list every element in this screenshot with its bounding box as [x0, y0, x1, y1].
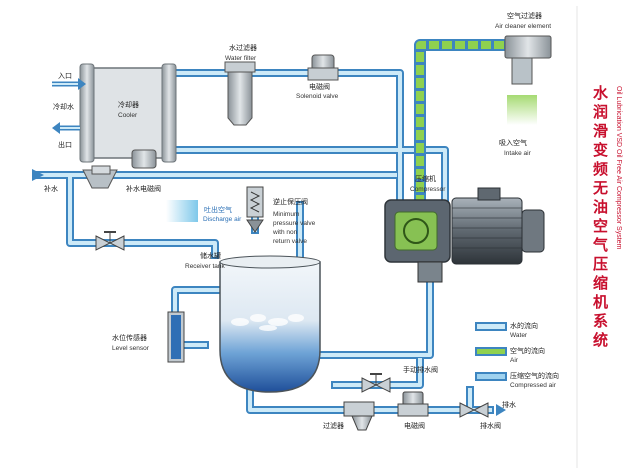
cooler-label-cn: 冷却器: [118, 100, 139, 109]
intake-air-label-cn: 吸入空气: [499, 138, 527, 147]
min-pressure-en-3: return valve: [273, 238, 307, 245]
water-filter: [224, 61, 256, 126]
min-pressure-en-2: with non: [272, 229, 298, 236]
receiver-tank: [219, 255, 321, 393]
bottom-solenoid-valve: [397, 391, 429, 417]
filter-label: 过滤器: [323, 421, 344, 430]
level-sensor-label-en: Level sensor: [112, 345, 150, 352]
level-sensor: [167, 311, 185, 363]
bottom-solenoid-label: 电磁阀: [404, 421, 425, 430]
title-cn-char: 水: [593, 84, 609, 102]
discharge-air-arrow: [166, 200, 198, 222]
title-cn-char: 机: [593, 293, 608, 311]
makeup-water-arrow: [32, 169, 44, 181]
compressor: [384, 199, 451, 283]
manual-drain-label: 手动排水阀: [403, 365, 438, 374]
drain-label: 排水: [502, 400, 516, 409]
makeup-solenoid-label: 补水电磁阀: [126, 184, 161, 193]
drain-valve-label: 排水阀: [480, 421, 501, 430]
discharge-air-label-cn: 吐出空气: [204, 205, 232, 214]
solenoid-valve-label-cn: 电磁阀: [309, 82, 330, 91]
solenoid-valve-label-en: Solenoid valve: [296, 93, 339, 100]
legend-compressed-cn: 压缩空气的流向: [510, 371, 559, 380]
drain-valve: [459, 402, 506, 418]
title-cn-char: 滑: [593, 122, 608, 140]
min-pressure-en-1: pressure valve: [273, 220, 316, 227]
left-valve: [95, 231, 125, 251]
air-pipe: [414, 39, 505, 205]
makeup-water-label: 补水: [44, 184, 58, 193]
title-cn-char: 统: [593, 331, 608, 349]
motor: [451, 187, 545, 265]
title-cn-char: 无: [592, 179, 608, 197]
outlet-label: 出口: [58, 140, 72, 149]
bottom-filter: [343, 401, 375, 431]
legend-water-swatch: [475, 322, 507, 331]
title-cn-char: 缩: [593, 274, 608, 292]
title-cn-char: 变: [593, 141, 608, 159]
cooling-water-label: 冷却水: [53, 102, 74, 111]
level-sensor-label-cn: 水位传感器: [112, 333, 147, 342]
cooler-label-en: Cooler: [118, 112, 138, 119]
inlet-label: 入口: [58, 72, 72, 80]
makeup-solenoid-valve: [82, 149, 157, 189]
receiver-tank-label-en: Receiver tank: [185, 263, 225, 270]
min-pressure-en-0: Minimum: [273, 211, 299, 218]
title-cn-char: 频: [593, 160, 608, 178]
discharge-air-label-en: Discharge air: [203, 216, 242, 223]
cooler: 冷却器 Cooler: [79, 63, 177, 163]
title-cn-char: 系: [593, 312, 608, 330]
title-cn-char: 润: [593, 103, 608, 121]
title-cn-char: 压: [593, 255, 608, 273]
min-pressure-valve: [246, 186, 264, 233]
title-en: Oil Lubrication VSD Oil Free Air Compres…: [615, 86, 622, 250]
manual-drain-valve: [361, 373, 391, 393]
legend-compressed-swatch: [475, 372, 507, 381]
compressor-label-cn: 压缩机: [415, 174, 436, 183]
legend-air-en: Air: [510, 357, 519, 364]
air-cleaner: [504, 35, 552, 85]
intake-air-arrow: [507, 95, 537, 125]
water-filter-label-en: Water filter: [225, 55, 257, 62]
legend-water-en: Water: [510, 332, 528, 339]
title-cn-char: 空: [593, 217, 608, 235]
title-panel: [576, 0, 640, 474]
receiver-tank-label-cn: 储水罐: [200, 251, 221, 260]
legend-water-cn: 水的流向: [510, 321, 538, 330]
legend-air-swatch: [475, 347, 507, 356]
cooling-water-arrows: [52, 78, 86, 134]
min-pressure-label-cn: 逆止保压阀: [273, 197, 308, 206]
title-cn-char: 油: [593, 198, 608, 216]
air-cleaner-label-en: Air cleaner element: [495, 23, 551, 30]
compressor-label-en: Compressor: [410, 186, 446, 193]
legend-air-cn: 空气的流向: [510, 346, 545, 355]
air-cleaner-label-cn: 空气过滤器: [507, 11, 542, 20]
intake-air-label-en: Intake air: [504, 150, 532, 157]
water-filter-label-cn: 水过滤器: [229, 43, 257, 52]
legend: 水的流向 Water 空气的流向 Air 压缩空气的流向 Compressed …: [475, 321, 559, 389]
legend-compressed-en: Compressed air: [510, 382, 557, 389]
title-cn-char: 气: [592, 236, 608, 254]
solenoid-valve-top: [307, 54, 339, 81]
